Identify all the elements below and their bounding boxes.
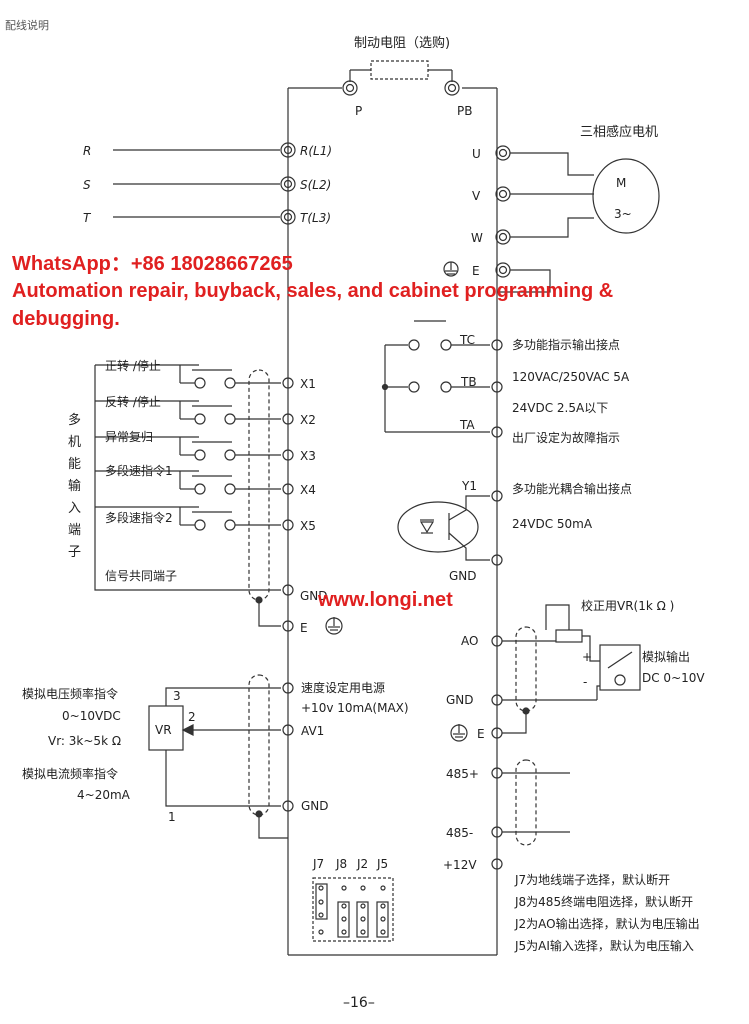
vr-pin-3: 3 (173, 689, 181, 703)
power-input-lines (113, 142, 296, 225)
input-reset-label: 异常复归 (105, 430, 154, 444)
jumper-note-2: J8为485终端电阻选择，默认断开 (515, 895, 694, 909)
relay-desc-4: 出厂设定为故障指示 (512, 431, 621, 445)
analog-output (450, 604, 641, 742)
terminal-pb: PB (457, 104, 473, 118)
input-common-label: 信号共同端子 (105, 569, 178, 583)
jumper-note-4: J5为AI输入选择，默认为电压输入 (515, 939, 694, 953)
terminal-rl1: R(L1) (300, 144, 333, 158)
terminal-v: V (472, 189, 481, 203)
terminal-gnd-ao: GND (446, 693, 474, 707)
terminal-x3: X3 (300, 449, 316, 463)
jumper-block (312, 877, 394, 942)
input-rev-label: 反转 /停止 (105, 395, 161, 409)
opto-desc-2: 24VDC 50mA (512, 517, 593, 531)
brake-title: 制动电阻（选购) (354, 36, 451, 51)
terminal-tc: TC (460, 333, 476, 347)
jumper-j5: J5 (377, 857, 389, 871)
meter-label-1: 模拟输出 (642, 650, 691, 664)
terminal-x1: X1 (300, 377, 316, 391)
terminal-gnd-analog: GND (301, 799, 329, 813)
terminal-e-ao: E (477, 727, 485, 741)
meter-plus: + (582, 650, 593, 664)
speed-supply-label: 速度设定用电源 (301, 681, 386, 695)
digital-inputs (94, 364, 343, 635)
page-number: –16– (343, 995, 375, 1011)
label-t: T (83, 211, 91, 225)
label-r: R (83, 144, 92, 158)
terminal-e-motor: E (472, 264, 480, 278)
opto-desc-1: 多功能光耦合输出接点 (512, 482, 633, 496)
terminal-sl2: S(L2) (300, 178, 332, 192)
label-s: S (83, 178, 91, 192)
switch-x1 (179, 365, 281, 389)
analog-vr-spec: Vr: 3k~5k Ω (48, 734, 121, 748)
watermark-whatsapp: WhatsApp：+86 18028667265 (12, 253, 293, 275)
terminal-gnd-opto: GND (449, 569, 477, 583)
terminal-y1: Y1 (462, 479, 477, 493)
switch-x5 (179, 507, 281, 531)
terminal-x5: X5 (300, 519, 316, 533)
switch-x4 (179, 471, 281, 495)
terminal-ta: TA (460, 418, 475, 432)
input-group-label: 多 机 能 输 入 端 子 (68, 413, 82, 560)
terminal-w: W (471, 231, 483, 245)
terminal-485-minus: 485- (446, 826, 474, 840)
motor-m: M (616, 176, 627, 190)
input-fwd-label: 正转 /停止 (105, 359, 161, 373)
vr-pin-2: 2 (188, 710, 196, 724)
terminal-p: P (355, 104, 363, 118)
vr-label: VR (155, 723, 172, 737)
input-ms1-label: 多段速指令1 (105, 464, 173, 478)
watermark-services: Automation repair, buyback, sales, and c… (12, 280, 614, 302)
relay-desc-1: 多功能指示输出接点 (512, 338, 621, 352)
jumper-j8: J8 (336, 857, 348, 871)
jumper-note-1: J7为地线端子选择，默认断开 (515, 873, 671, 887)
section-title: 配线说明 (5, 19, 49, 32)
motor-phase: 3~ (614, 207, 632, 221)
terminal-12v: +12V (443, 858, 477, 872)
watermark-debugging: debugging. (12, 308, 120, 330)
motor-wiring (443, 145, 660, 293)
meter-minus: - (583, 675, 588, 689)
switch-x2 (179, 401, 281, 425)
speed-supply-spec: +10v 10mA(MAX) (301, 701, 409, 715)
relay-desc-3: 24VDC 2.5A以下 (512, 401, 609, 415)
vr-pin-1: 1 (168, 810, 176, 824)
analog-voltage-cmd: 模拟电压频率指令 (22, 687, 119, 701)
switch-x3 (179, 437, 281, 461)
terminal-485-plus: 485+ (446, 767, 479, 781)
terminal-tb: TB (461, 375, 477, 389)
calibration-vr-label: 校正用VR(1k Ω ) (581, 599, 675, 613)
rs485 (491, 759, 570, 870)
motor-title: 三相感应电机 (580, 125, 659, 140)
terminal-e-inputs: E (300, 621, 308, 635)
jumper-j2: J2 (357, 857, 369, 871)
brake-resistor (342, 60, 460, 96)
terminal-u: U (472, 147, 481, 161)
jumper-j7: J7 (313, 857, 325, 871)
meter-label-2: DC 0~10V (642, 671, 705, 685)
terminal-tl3: T(L3) (300, 211, 332, 225)
analog-current-cmd: 模拟电流频率指令 (22, 767, 119, 781)
terminal-x4: X4 (300, 483, 316, 497)
terminal-gnd-inputs: GND (300, 589, 328, 603)
terminal-x2: X2 (300, 413, 316, 427)
analog-voltage-range: 0~10VDC (62, 709, 121, 723)
relay-output (381, 320, 503, 438)
relay-desc-2: 120VAC/250VAC 5A (512, 370, 630, 384)
analog-input (148, 674, 294, 839)
terminal-ao: AO (461, 634, 479, 648)
jumper-note-3: J2为AO输出选择，默认为电压输出 (515, 917, 700, 931)
opto-output (397, 490, 503, 566)
watermark-url: www.longi.net (318, 589, 453, 611)
input-ms2-label: 多段速指令2 (105, 511, 173, 525)
terminal-av1: AV1 (301, 724, 325, 738)
analog-current-range: 4~20mA (77, 788, 130, 802)
